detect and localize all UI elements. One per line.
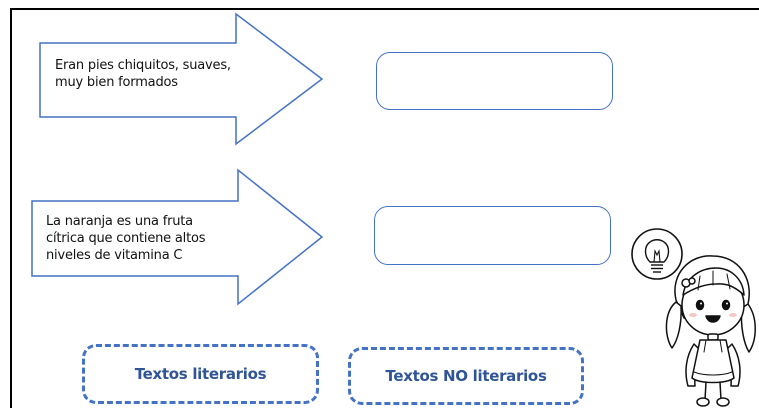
- answer-drop-box-1[interactable]: [376, 52, 613, 110]
- arrow-text-line: Eran pies chiquitos, suaves,: [55, 58, 231, 73]
- arrow-text-line: muy bien formados: [55, 75, 178, 90]
- arrow-text-line: cítrica que contiene altos: [46, 231, 206, 246]
- frame-left-border: [10, 8, 12, 408]
- arrow-text-line: niveles de vitamina C: [46, 248, 183, 263]
- lightbulb-icon: [631, 228, 683, 280]
- category-label-non-literary: Textos NO literarios: [385, 367, 547, 385]
- girl-illustration: [665, 255, 756, 407]
- category-chip-non-literary[interactable]: Textos NO literarios: [348, 347, 584, 405]
- category-chip-literary[interactable]: Textos literarios: [82, 344, 319, 404]
- arrow-text-2: La naranja es una fruta cítrica que cont…: [46, 213, 206, 264]
- arrow-shape-2: [31, 168, 324, 306]
- arrow-text-1: Eran pies chiquitos, suaves, muy bien fo…: [55, 57, 231, 91]
- frame-top-border: [10, 8, 759, 10]
- category-label-literary: Textos literarios: [134, 365, 267, 383]
- arrow-text-line: La naranja es una fruta: [46, 214, 193, 229]
- arrow-shape-1: [39, 12, 324, 146]
- answer-drop-box-2[interactable]: [374, 206, 611, 265]
